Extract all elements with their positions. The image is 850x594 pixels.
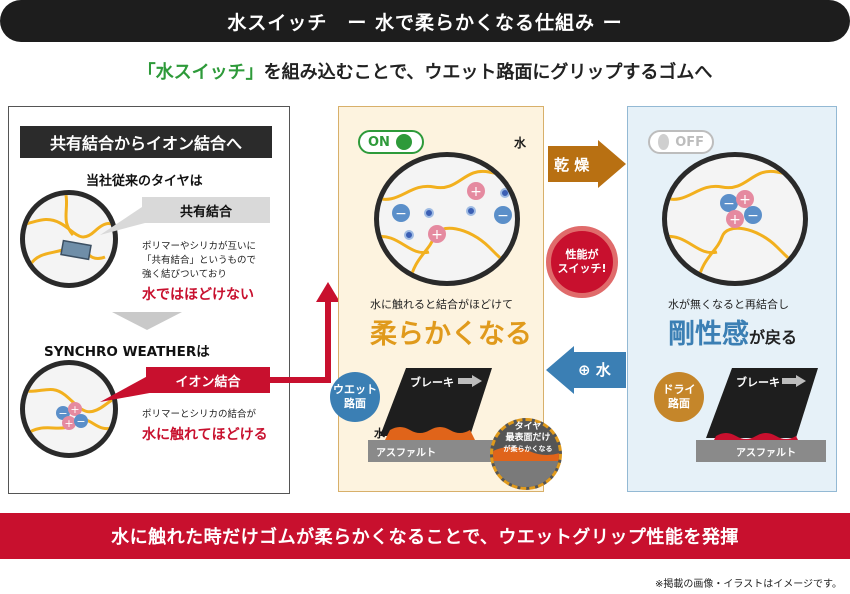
- brake-label-dry: ブレーキ: [736, 376, 780, 389]
- switch-line1: 性能が: [565, 248, 599, 261]
- subtitle-highlight: 「水スイッチ」: [137, 62, 264, 83]
- ionic-bond-illustration: − + + −: [25, 387, 113, 437]
- off-indicator: OFF: [648, 130, 714, 154]
- dry-badge-line1: ドライ: [662, 383, 696, 396]
- wet-badge-line2: 路面: [344, 397, 366, 410]
- off-state-illustration: − + + −: [667, 169, 803, 281]
- ionic-callout-pointer: [100, 372, 155, 402]
- zoom-line1: タイヤ: [514, 422, 542, 432]
- connector-arrow: [270, 282, 340, 383]
- zoom-circle: [490, 418, 562, 490]
- svg-text:−: −: [395, 206, 407, 222]
- on-state-circle: − + + −: [374, 152, 520, 286]
- switch-line2: スイッチ!: [557, 262, 607, 275]
- conventional-label: 当社従来のタイヤは: [86, 174, 203, 189]
- asphalt-dry: [696, 440, 826, 462]
- brake-arrow-dry-icon: [782, 375, 806, 387]
- rigidity-main: 剛性感: [668, 319, 749, 350]
- svg-text:+: +: [729, 212, 741, 228]
- brake-label-wet: ブレーキ: [410, 376, 454, 389]
- tire-block-dry: [706, 368, 818, 440]
- on-desc: 水に触れると結合がほどけて: [370, 298, 513, 311]
- water-add-label: ⊕ 水: [578, 361, 611, 379]
- off-label: OFF: [675, 134, 704, 150]
- zoom-text: タイヤ 最表面だけ が柔らかくなる: [496, 422, 560, 455]
- ionic-tag: イオン結合: [146, 367, 270, 393]
- ionic-circle: − + + −: [20, 360, 118, 458]
- svg-text:+: +: [739, 192, 751, 208]
- subtitle: 「水スイッチ」を組み込むことで、ウエット路面にグリップするゴムへ: [0, 58, 850, 84]
- subtitle-rest: を組み込むことで、ウエット路面にグリップするゴムへ: [263, 62, 713, 83]
- wet-badge-line1: ウエット: [333, 383, 377, 396]
- asphalt-label-wet: アスファルト: [376, 448, 436, 459]
- dry-arrow: [548, 140, 626, 188]
- footer-note: ※掲載の画像・イラストはイメージです。: [655, 579, 842, 590]
- svg-text:+: +: [64, 417, 73, 430]
- svg-text:+: +: [70, 403, 79, 416]
- covalent-circle: [20, 190, 118, 288]
- synchro-label: SYNCHRO WEATHERは: [44, 344, 210, 360]
- svg-text:+: +: [431, 227, 443, 243]
- zoom-line2: 最表面だけ: [505, 433, 551, 443]
- covalent-tag: 共有結合: [142, 197, 270, 223]
- asphalt-wet: [368, 440, 508, 462]
- off-state-circle: − + + −: [662, 152, 808, 286]
- water-arrow: [546, 346, 626, 394]
- asphalt-label-dry: アスファルト: [736, 448, 796, 459]
- dry-road-badge: ドライ 路面: [654, 372, 704, 422]
- covalent-desc-1: ポリマーやシリカが互いに: [142, 241, 257, 252]
- on-state-illustration: − + + −: [379, 169, 515, 281]
- water-label: 水: [514, 136, 527, 150]
- ionic-release-text: 水に触れてほどける: [142, 427, 268, 443]
- footer-banner: 水に触れた時だけゴムが柔らかくなることで、ウエットグリップ性能を発揮: [0, 513, 850, 559]
- svg-text:−: −: [58, 407, 67, 420]
- svg-text:−: −: [497, 208, 509, 224]
- dry-label: 乾 燥: [554, 156, 590, 174]
- dry-drop-icon: [658, 134, 670, 150]
- page-title: 水スイッチ ー 水で柔らかくなる仕組み ー: [0, 0, 850, 42]
- not-released-text: 水ではほどけない: [142, 287, 254, 303]
- rigidity-suffix: が戻る: [749, 328, 798, 347]
- wet-road-badge: ウエット 路面: [330, 372, 380, 422]
- callout-pointer: [100, 205, 145, 235]
- soften-text: 柔らかくなる: [370, 319, 532, 350]
- brake-arrow-icon: [458, 375, 482, 387]
- off-desc: 水が無くなると再結合し: [668, 298, 789, 311]
- svg-text:−: −: [723, 196, 735, 212]
- zoom-line3: が柔らかくなる: [503, 445, 553, 453]
- svg-text:−: −: [76, 415, 85, 428]
- water-drop-icon: [395, 134, 412, 150]
- switch-badge: 性能が スイッチ!: [546, 226, 618, 298]
- covalent-bond-illustration: [25, 195, 113, 266]
- svg-text:−: −: [747, 208, 759, 224]
- left-panel-heading: 共有結合からイオン結合へ: [20, 126, 272, 158]
- on-indicator: ON: [358, 130, 424, 154]
- ionic-desc: ポリマーとシリカの結合が: [142, 409, 257, 420]
- covalent-desc-2: 「共有結合」というもので: [142, 255, 257, 266]
- water-small-label: 水: [374, 427, 385, 440]
- down-arrow-icon: [112, 312, 182, 330]
- tire-block-wet: [380, 368, 492, 440]
- covalent-desc-3: 強く結びついており: [142, 269, 227, 280]
- svg-text:+: +: [470, 184, 482, 200]
- on-label: ON: [368, 134, 390, 150]
- dry-badge-line2: 路面: [668, 397, 690, 410]
- rigidity-text: 剛性感が戻る: [668, 312, 797, 351]
